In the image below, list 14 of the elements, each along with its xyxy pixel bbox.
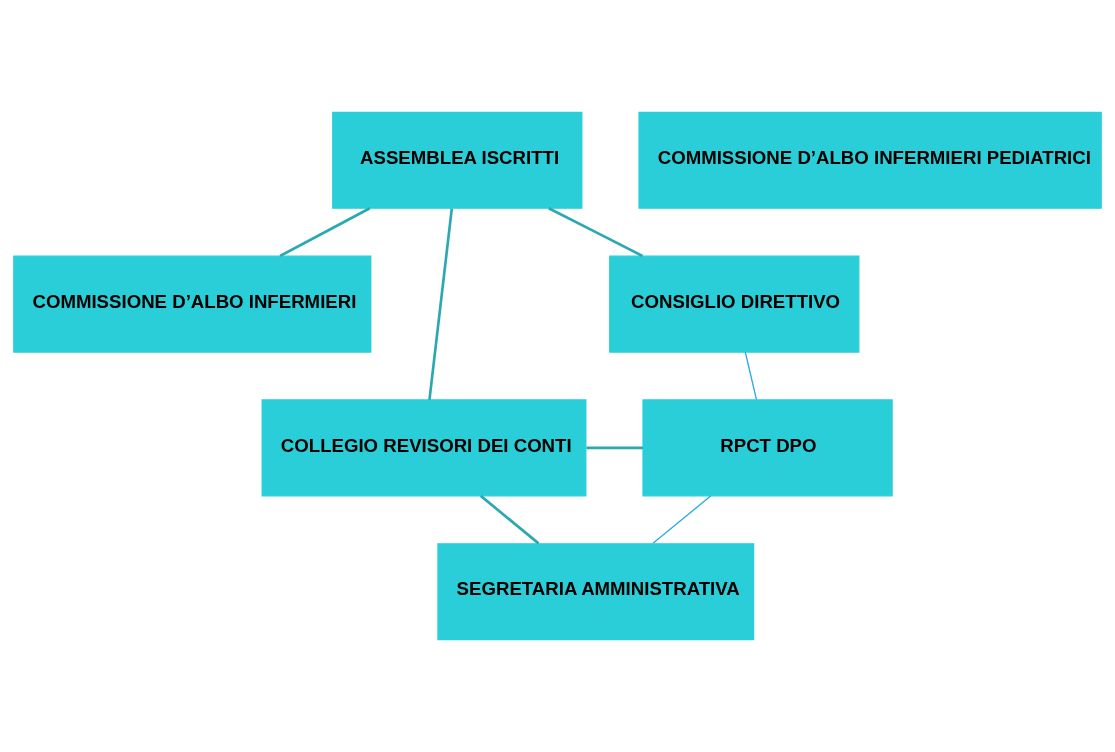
- node-box: RPCT DPO: [642, 399, 893, 497]
- node-box: COLLEGIO REVISORI DEI CONTI: [261, 399, 587, 497]
- connector: [279, 207, 371, 258]
- connector: [586, 446, 644, 450]
- node-box: COMMISSIONE D’ALBO INFERMIERI: [13, 255, 372, 353]
- node-box: ASSEMBLEA ISCRITTI: [332, 111, 583, 209]
- node-box: SEGRETARIA AMMINISTRATIVA: [437, 543, 755, 641]
- connector: [744, 351, 758, 401]
- connector: [428, 208, 454, 401]
- node-box: COMMISSIONE D’ALBO INFERMIERI PEDIATRICI: [638, 111, 1102, 209]
- connector: [479, 494, 540, 545]
- node-box: CONSIGLIO DIRETTIVO: [609, 255, 860, 353]
- connector: [548, 207, 644, 258]
- connector: [652, 495, 712, 544]
